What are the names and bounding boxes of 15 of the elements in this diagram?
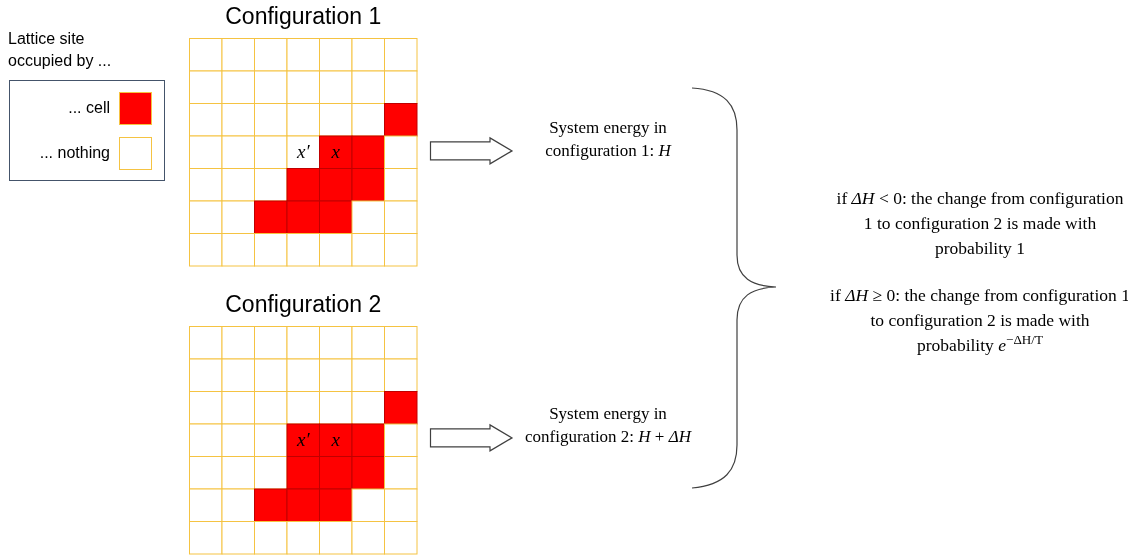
legend-title: Lattice site occupied by ...	[8, 29, 113, 71]
cell-label: x′	[287, 424, 319, 456]
rule-text: if ΔH ≥ 0: the change from configuration 1 to configuration 2 is made with probability e$^{−ΔH/T}$	[830, 284, 1128, 357]
cell-label: x	[320, 136, 352, 168]
legend-text: ... nothing	[39, 143, 110, 163]
legend-text: ... cell	[68, 98, 110, 118]
cell-label: x	[320, 424, 352, 456]
block-arrow	[429, 136, 514, 165]
grid-heading: Configuration 1	[224, 2, 383, 30]
energy-text: System energy in configuration 1: H	[544, 117, 673, 162]
cell-label: x′	[287, 136, 319, 168]
energy-text: System energy in configuration 2: H + ΔH	[524, 403, 693, 448]
block-arrow	[429, 423, 514, 452]
rule-text: if ΔH < 0: the change from configuration 1 to configuration 2 is made with probability 1	[835, 187, 1125, 260]
grid-heading: Configuration 2	[224, 290, 383, 318]
